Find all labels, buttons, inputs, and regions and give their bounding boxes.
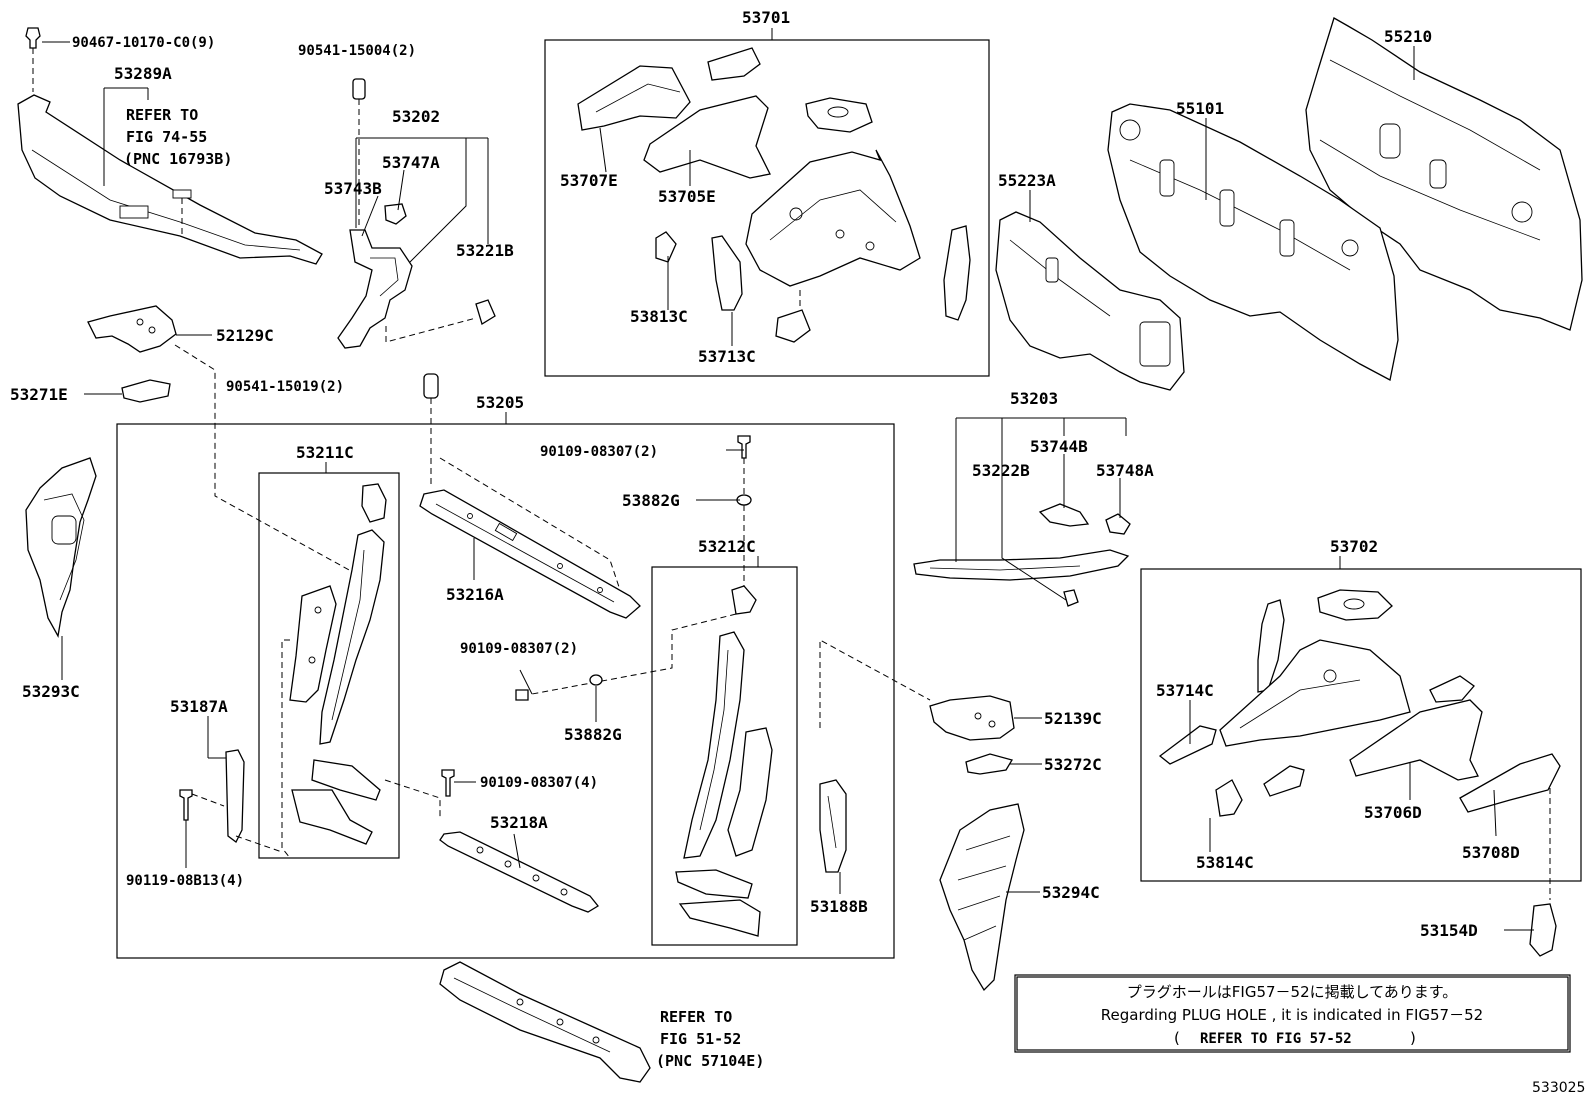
bolt-90119-08B13-part (179, 789, 225, 821)
label-53187A: 53187A (170, 697, 228, 716)
label-53748A: 53748A (1096, 461, 1154, 480)
bracket-52139C-part (819, 639, 1015, 741)
label-55210: 55210 (1384, 27, 1432, 46)
label-53222B: 53222B (972, 461, 1030, 480)
parts-53701 (577, 47, 971, 343)
member-57104E-part (439, 961, 651, 1083)
guide-53293C-part (25, 457, 97, 638)
label-52139C: 52139C (1044, 709, 1102, 728)
parts-53702 (1158, 589, 1561, 900)
label-53203: 53203 (1010, 389, 1058, 408)
group-box-53702 (1140, 568, 1582, 882)
ref-51-52-line1: REFER TO (660, 1008, 732, 1026)
label-90109-08307-top: 90109-08307(2) (540, 444, 658, 460)
guide-53294C-part (939, 803, 1025, 992)
clip-90467-part (25, 27, 41, 92)
ref-74-55-line1: REFER TO (126, 106, 198, 124)
note-ref-close: ) (1410, 1029, 1416, 1047)
note-ref: REFER TO FIG 57-52 (1200, 1031, 1352, 1047)
label-53212C: 53212C (698, 537, 756, 556)
label-53272C: 53272C (1044, 755, 1102, 774)
label-55101: 55101 (1176, 99, 1224, 118)
label-53705E: 53705E (658, 187, 716, 206)
bracket-53272C-part (965, 753, 1013, 775)
label-53814C: 53814C (1196, 853, 1254, 872)
label-52129C: 52129C (216, 326, 274, 345)
bracket-53271E-part (121, 379, 171, 403)
support-53202-part (337, 203, 496, 349)
group-box-53211C (258, 472, 400, 859)
crossmember-53218A-part (439, 831, 599, 913)
insulator-55210-part (1305, 17, 1583, 331)
label-53218A: 53218A (490, 813, 548, 832)
label-55223A: 55223A (998, 171, 1056, 190)
reinforce-53188B-part (819, 779, 847, 873)
label-53708D: 53708D (1462, 843, 1520, 862)
bolt-90109-08307-top-part (736, 435, 752, 590)
note-ref-open: ( (1174, 1029, 1180, 1047)
label-53221B: 53221B (456, 241, 514, 260)
label-53882G-mid: 53882G (564, 725, 622, 744)
ref-74-55-line3: (PNC 16793B) (124, 150, 232, 168)
support-53203-part (913, 503, 1131, 607)
label-90109-08307-bottom: 90109-08307(4) (480, 775, 598, 791)
label-53882G-top: 53882G (622, 491, 680, 510)
label-53743B: 53743B (324, 179, 382, 198)
group-box-53701 (544, 39, 990, 377)
label-90541-15004: 90541-15004(2) (298, 43, 416, 59)
bolt-90109-08307-bottom-part (441, 769, 455, 797)
parts-53212C (531, 585, 773, 937)
grommet-90541-15019-part (423, 373, 439, 486)
group-box-53212C (651, 566, 798, 946)
ref-51-52-line2: FIG 51-52 (660, 1030, 741, 1048)
dash-panel-55101-part (1107, 103, 1399, 381)
ref-51-52-line3: (PNC 57104E) (656, 1052, 764, 1070)
crossmember-53216A-part (384, 457, 641, 820)
label-53701: 53701 (742, 8, 790, 27)
reinforce-53187A-part (225, 749, 283, 853)
label-53216A: 53216A (446, 585, 504, 604)
label-90109-08307-mid: 90109-08307(2) (460, 641, 578, 657)
seal-53289A-part (17, 94, 323, 265)
note-japanese: プラグホールはFIG57－52に掲載してあります。 (1127, 983, 1457, 1001)
ref-74-55-line2: FIG 74-55 (126, 128, 207, 146)
label-53293C: 53293C (22, 682, 80, 701)
label-53211C: 53211C (296, 443, 354, 462)
label-53188B: 53188B (810, 897, 868, 916)
leader-lines (42, 28, 1534, 931)
label-53271E: 53271E (10, 385, 68, 404)
label-53205: 53205 (476, 393, 524, 412)
label-53714C: 53714C (1156, 681, 1214, 700)
grommet-90541-15004-part (352, 78, 366, 225)
label-53813C: 53813C (630, 307, 688, 326)
label-90119-08B13: 90119-08B13(4) (126, 873, 244, 889)
label-53747A: 53747A (382, 153, 440, 172)
silencer-55223A-part (995, 211, 1185, 391)
label-53702: 53702 (1330, 537, 1378, 556)
label-53706D: 53706D (1364, 803, 1422, 822)
label-53202: 53202 (392, 107, 440, 126)
label-53744B: 53744B (1030, 437, 1088, 456)
bracket-52129C-part (87, 305, 361, 577)
label-53154D: 53154D (1420, 921, 1478, 940)
label-53289A: 53289A (114, 64, 172, 83)
note-english: Regarding PLUG HOLE , it is indicated in… (1101, 1006, 1483, 1024)
label-90541-15019: 90541-15019(2) (226, 379, 344, 395)
label-90467-10170-C0: 90467-10170-C0(9) (72, 35, 215, 51)
parts-53211C (281, 483, 387, 859)
label-53294C: 53294C (1042, 883, 1100, 902)
figure-code: 533025 (1532, 1080, 1585, 1096)
label-53713C: 53713C (698, 347, 756, 366)
bracket-53154D-part (1529, 903, 1557, 957)
note-box (1014, 974, 1571, 1053)
note-box-inner (1016, 976, 1569, 1051)
bolt-90109-08307-mid-part (515, 674, 603, 701)
label-53707E: 53707E (560, 171, 618, 190)
